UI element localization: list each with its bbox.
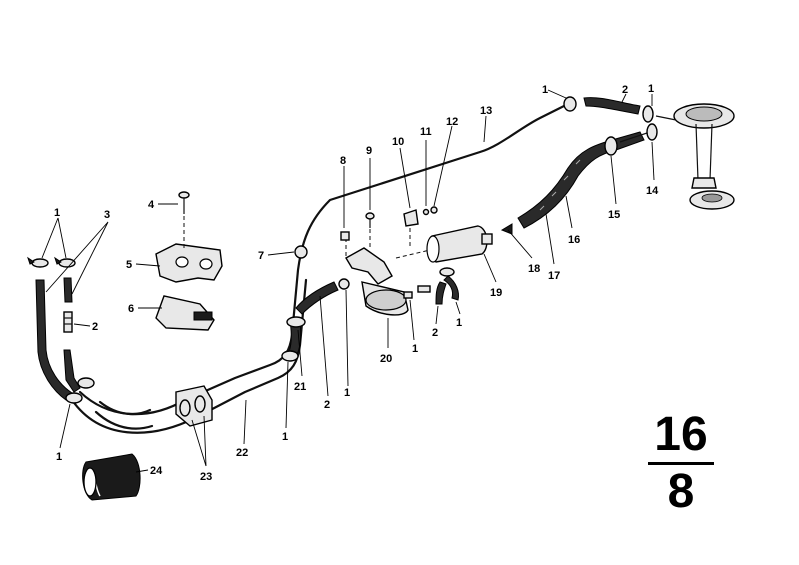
callout-labels: 1 3 2 1 4 5 6 7 8 9 10 11 12 13 1 2 1 14… bbox=[54, 83, 659, 483]
leader-lines bbox=[41, 89, 655, 473]
connector-2-left bbox=[63, 311, 73, 333]
callout-22: 22 bbox=[236, 447, 248, 459]
callout-13: 13 bbox=[480, 105, 492, 117]
callout-14: 14 bbox=[646, 185, 659, 197]
edge-protector-24 bbox=[82, 453, 141, 501]
fuel-tank-sender bbox=[655, 103, 735, 210]
callout-15: 15 bbox=[608, 209, 620, 221]
callout-6: 6 bbox=[128, 303, 134, 315]
callout-24: 24 bbox=[150, 465, 163, 477]
grommet-7 bbox=[294, 245, 308, 259]
hose-ends-23 bbox=[94, 400, 154, 430]
callout-1: 1 bbox=[344, 387, 350, 399]
callout-16: 16 bbox=[568, 234, 580, 246]
page-code-numerator: 16 bbox=[654, 408, 708, 461]
callout-1: 1 bbox=[54, 207, 60, 219]
callout-4: 4 bbox=[148, 199, 155, 211]
fuel-hose-16-17 bbox=[517, 131, 651, 229]
fittings-8-12 bbox=[340, 206, 438, 248]
fuel-pump-19 bbox=[395, 225, 493, 263]
page-code-denominator: 8 bbox=[667, 465, 695, 518]
callout-21: 21 bbox=[294, 381, 306, 393]
callout-2: 2 bbox=[622, 84, 628, 96]
clip-5 bbox=[155, 216, 223, 283]
fuel-filter-20 bbox=[361, 281, 431, 316]
callout-19: 19 bbox=[490, 287, 502, 299]
callout-17: 17 bbox=[548, 270, 560, 282]
screw-4 bbox=[178, 191, 190, 214]
hose-21 bbox=[281, 316, 306, 362]
callout-1: 1 bbox=[648, 83, 654, 95]
clamp-1-left-top bbox=[27, 256, 76, 268]
callout-8: 8 bbox=[340, 155, 346, 167]
hose-2-pump bbox=[435, 267, 459, 305]
callout-12: 12 bbox=[446, 116, 458, 128]
mounting-bracket bbox=[345, 222, 393, 285]
callout-20: 20 bbox=[380, 353, 392, 365]
callout-2: 2 bbox=[432, 327, 438, 339]
page-code: 16 8 bbox=[648, 408, 714, 518]
clamp-1-left-bottom bbox=[65, 377, 95, 404]
fuel-pipe-22 bbox=[70, 103, 568, 434]
bracket-6 bbox=[155, 295, 215, 331]
page-code-divider bbox=[648, 462, 714, 465]
callout-1: 1 bbox=[542, 84, 548, 96]
hose-3-left bbox=[35, 277, 81, 401]
callout-23: 23 bbox=[200, 471, 212, 483]
callout-9: 9 bbox=[366, 145, 372, 157]
callout-11: 11 bbox=[420, 126, 432, 138]
clamp-14 bbox=[646, 123, 658, 141]
hose-2-middle bbox=[295, 278, 350, 315]
callout-1: 1 bbox=[412, 343, 418, 355]
callout-2: 2 bbox=[92, 321, 98, 333]
callout-1: 1 bbox=[456, 317, 462, 329]
hose-2-top bbox=[563, 96, 654, 123]
callout-7: 7 bbox=[258, 250, 264, 262]
bracket-23 bbox=[175, 385, 213, 427]
callout-10: 10 bbox=[392, 136, 404, 148]
callout-2: 2 bbox=[324, 399, 330, 411]
callout-1: 1 bbox=[56, 451, 62, 463]
callout-3: 3 bbox=[104, 209, 110, 221]
callout-18: 18 bbox=[528, 263, 540, 275]
callout-5: 5 bbox=[126, 259, 132, 271]
callout-1: 1 bbox=[282, 431, 288, 443]
